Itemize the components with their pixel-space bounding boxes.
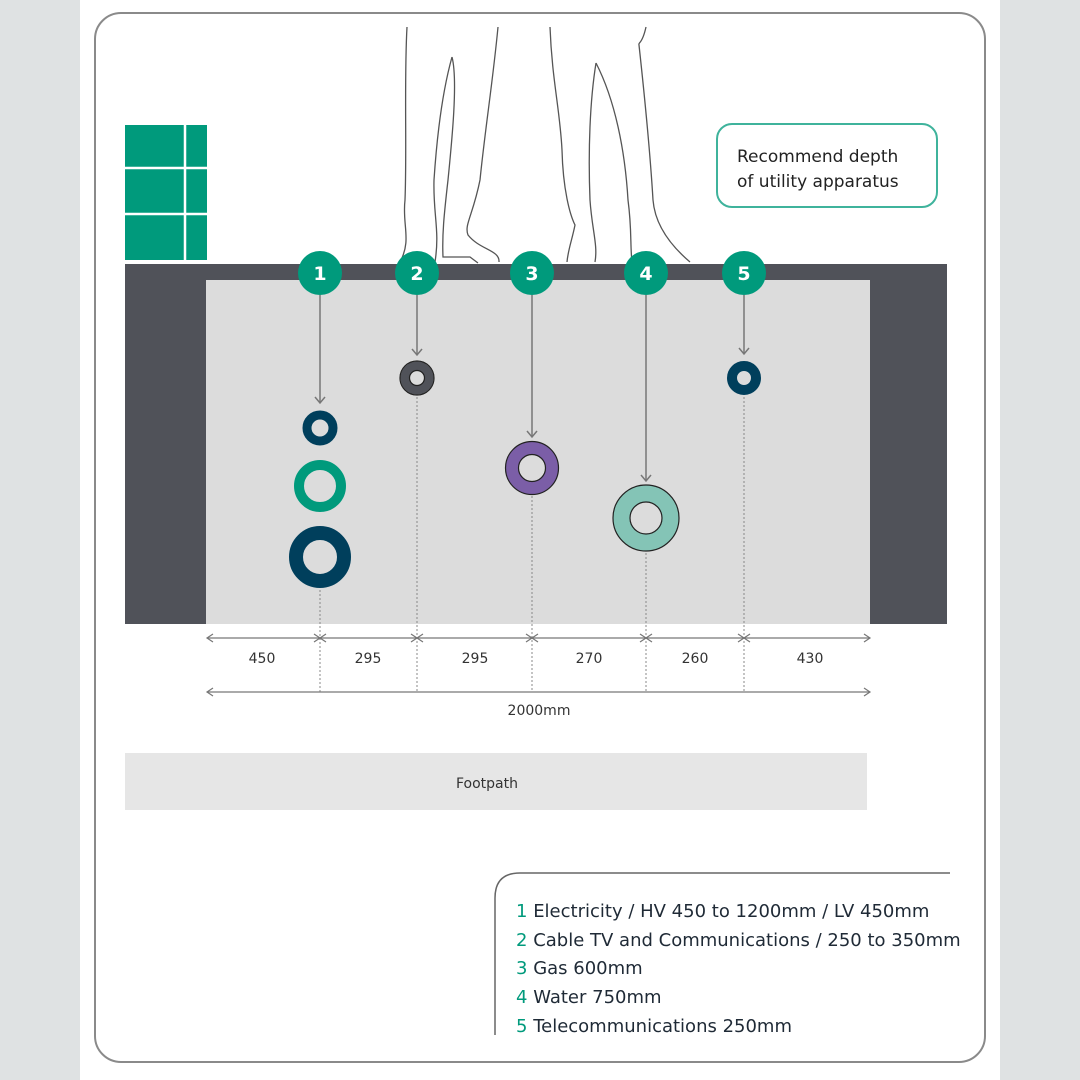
callout-box: Recommend depth of utility apparatus [716, 123, 938, 208]
person-legs-illustration [399, 26, 691, 264]
svg-text:295: 295 [355, 651, 382, 667]
badge-5: 5 [737, 263, 750, 285]
svg-text:450: 450 [249, 651, 276, 667]
gas-pipe [505, 441, 559, 495]
badge-2: 2 [410, 263, 423, 285]
telecom-pipe [727, 361, 761, 395]
svg-text:295: 295 [462, 651, 489, 667]
callout-line-1: Recommend depth [737, 147, 898, 167]
footpath [125, 753, 867, 810]
dimension-lines [205, 633, 872, 697]
electricity-lv-pipe [302, 410, 338, 446]
footpath-label: Footpath [456, 776, 518, 792]
pipes [289, 360, 761, 588]
badge-4: 4 [639, 263, 652, 285]
cable-tv-pipe [400, 361, 434, 395]
svg-text:1 Electricity / HV 450 to 1200: 1 Electricity / HV 450 to 1200mm / LV 45… [516, 901, 929, 922]
svg-text:270: 270 [576, 651, 603, 667]
badge-1: 1 [313, 263, 326, 285]
badge-3: 3 [525, 263, 538, 285]
electricity-pipe-teal [294, 460, 346, 512]
guide-lines [319, 397, 745, 692]
frame [94, 12, 986, 1063]
electricity-hv-pipe [289, 526, 351, 588]
svg-text:2 Cable TV and Communications: 2 Cable TV and Communications / 250 to 3… [516, 930, 961, 951]
svg-text:5 Telecommunications 250mm: 5 Telecommunications 250mm [516, 1016, 792, 1037]
badges: 1 2 3 4 5 [298, 251, 766, 295]
svg-text:4 Water 750mm: 4 Water 750mm [516, 987, 662, 1008]
depth-arrows [314, 295, 750, 483]
water-pipe [613, 485, 679, 551]
legend: 1 Electricity / HV 450 to 1200mm / LV 45… [494, 872, 961, 1037]
svg-text:3 Gas 600mm: 3 Gas 600mm [516, 958, 643, 979]
building-windows [125, 125, 207, 260]
callout-line-2: of utility apparatus [737, 172, 899, 192]
dimension-labels: 450 295 295 270 260 430 2000mm [249, 651, 824, 719]
svg-text:430: 430 [797, 651, 824, 667]
total-width: 2000mm [508, 703, 571, 719]
svg-text:260: 260 [682, 651, 709, 667]
